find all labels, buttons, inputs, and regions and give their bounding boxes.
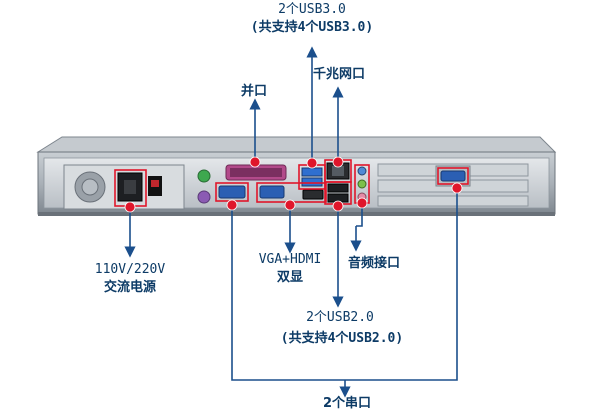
usb2-dot bbox=[332, 200, 344, 212]
usb2-total-label: (共支持4个USB2.0) bbox=[280, 331, 404, 346]
hdmi-port bbox=[302, 189, 324, 200]
usb3-count-label: 2个USB3.0 bbox=[278, 2, 346, 17]
power-supply-module bbox=[63, 164, 185, 210]
video-dot bbox=[284, 199, 296, 211]
power-voltage-label: 110V/220V bbox=[94, 262, 166, 277]
power-dot bbox=[124, 201, 136, 213]
usb2-count-label: 2个USB2.0 bbox=[306, 310, 374, 325]
parallel-dot bbox=[249, 156, 261, 168]
serial-port-1 bbox=[218, 185, 246, 199]
serial1-dot bbox=[226, 199, 238, 211]
video-label-line2: 双显 bbox=[276, 270, 303, 285]
audio-dot bbox=[356, 197, 368, 209]
lan-dot bbox=[332, 156, 344, 168]
usb3-dot bbox=[306, 157, 318, 169]
serial-label: 2个串口 bbox=[322, 396, 372, 411]
power-name-label: 交流电源 bbox=[103, 280, 156, 295]
parallel-label: 并口 bbox=[240, 84, 267, 99]
audio-label: 音频接口 bbox=[347, 256, 400, 271]
video-label-line1: VGA+HDMI bbox=[258, 252, 322, 267]
serial2-highlight-box bbox=[437, 167, 469, 185]
audio-jacks bbox=[357, 166, 367, 202]
audio-leader bbox=[356, 203, 363, 227]
lan-label: 千兆网口 bbox=[312, 67, 365, 82]
ps2-ports bbox=[197, 169, 211, 204]
usb3-total-label: (共支持4个USB3.0) bbox=[250, 20, 374, 35]
vga-port bbox=[259, 185, 285, 199]
serial2-dot bbox=[451, 182, 463, 194]
